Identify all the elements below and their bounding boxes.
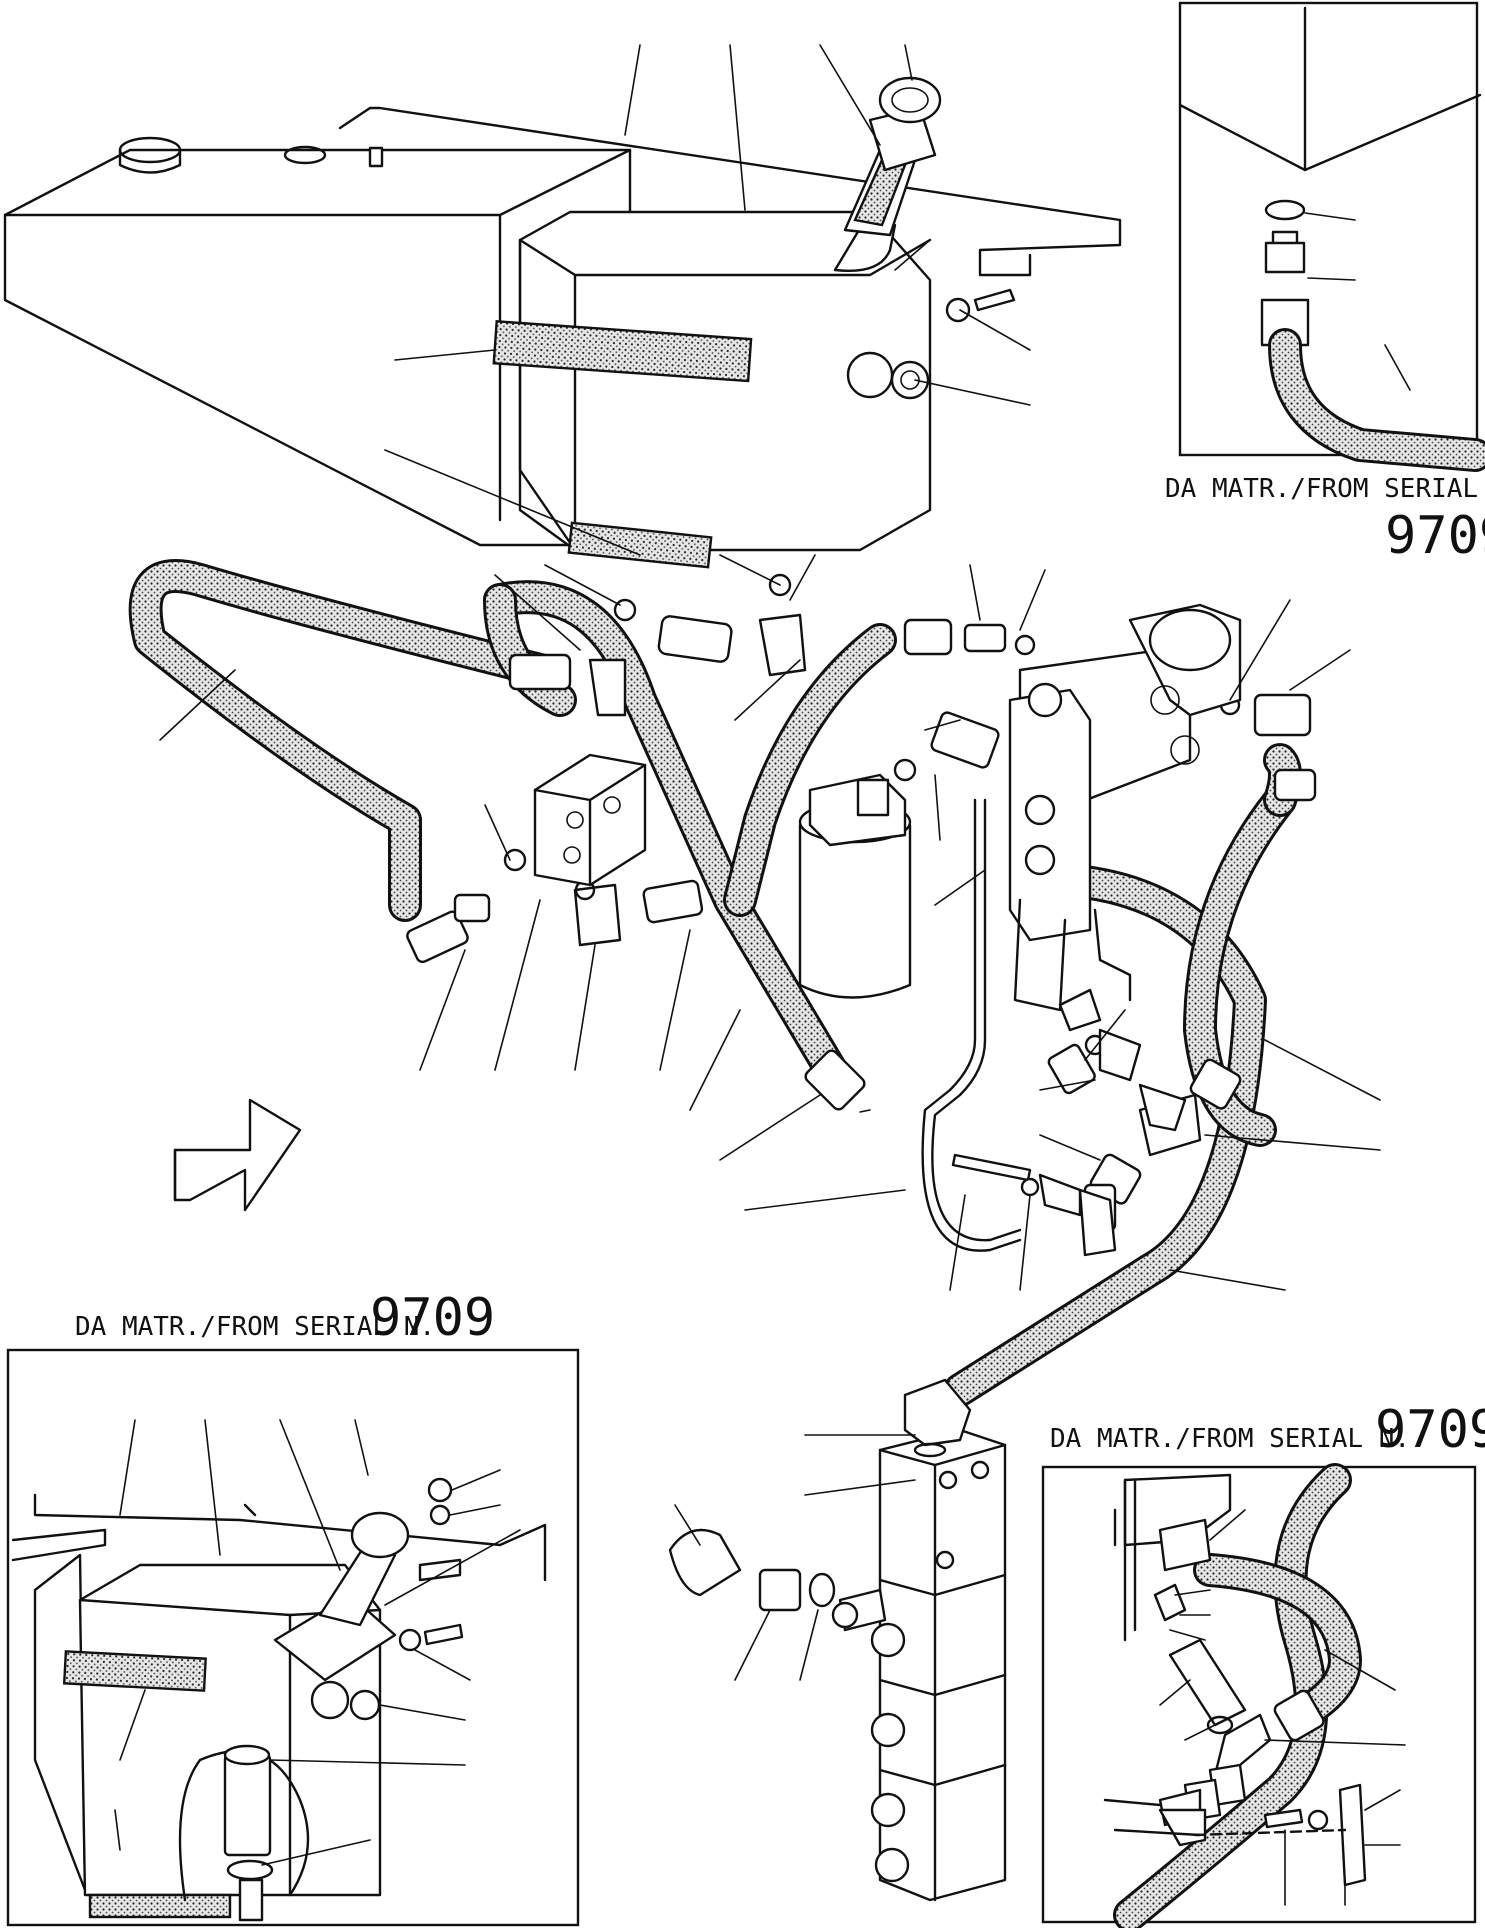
adapter-fitting (1264, 230, 1306, 274)
distributor-valve (668, 1378, 1007, 1902)
tank-fasteners (945, 288, 1016, 323)
tank-bracket-strap (338, 106, 1122, 277)
o-ring (1264, 199, 1306, 221)
inset-bottom-right: DA MATR./FROM SERIAL N. 9709 (1041, 1400, 1485, 1928)
inset-frame (1041, 1465, 1477, 1924)
inset-frame (1178, 1, 1479, 457)
pipe-clamp (951, 1153, 1117, 1257)
oil-filter (798, 773, 912, 999)
rubber-pad-upper (492, 320, 753, 383)
arrow-icon (173, 1098, 302, 1212)
caption-bottom-left-number: 9709 (370, 1288, 495, 1348)
caption-bottom-right-number: 9709 (1375, 1400, 1485, 1460)
inset-bottom-left: DA MATR./FROM SERIAL N. 9709 (6, 1288, 580, 1927)
pressure-fittings (1058, 988, 1187, 1132)
caption-bottom-left-prefix: DA MATR./FROM SERIAL N. (75, 1312, 435, 1342)
caption-top-right-prefix: DA MATR./FROM SERIAL N. (1165, 474, 1485, 504)
valve-block (533, 753, 647, 887)
fittings (406, 573, 1317, 1232)
rubber-pad (62, 1650, 207, 1692)
pump-assembly (1008, 603, 1242, 1012)
rubber-pad-lower (567, 521, 713, 569)
caption-top-right-number: 9709 (1385, 506, 1485, 566)
hydraulic-tank (338, 106, 1122, 569)
caption-bottom-right-prefix: DA MATR./FROM SERIAL N. (1050, 1424, 1410, 1454)
leader-lines (159, 44, 1381, 1291)
filler-breather (833, 76, 942, 272)
inset-top-right: DA MATR./FROM SERIAL N. 9709 (1165, 1, 1485, 566)
